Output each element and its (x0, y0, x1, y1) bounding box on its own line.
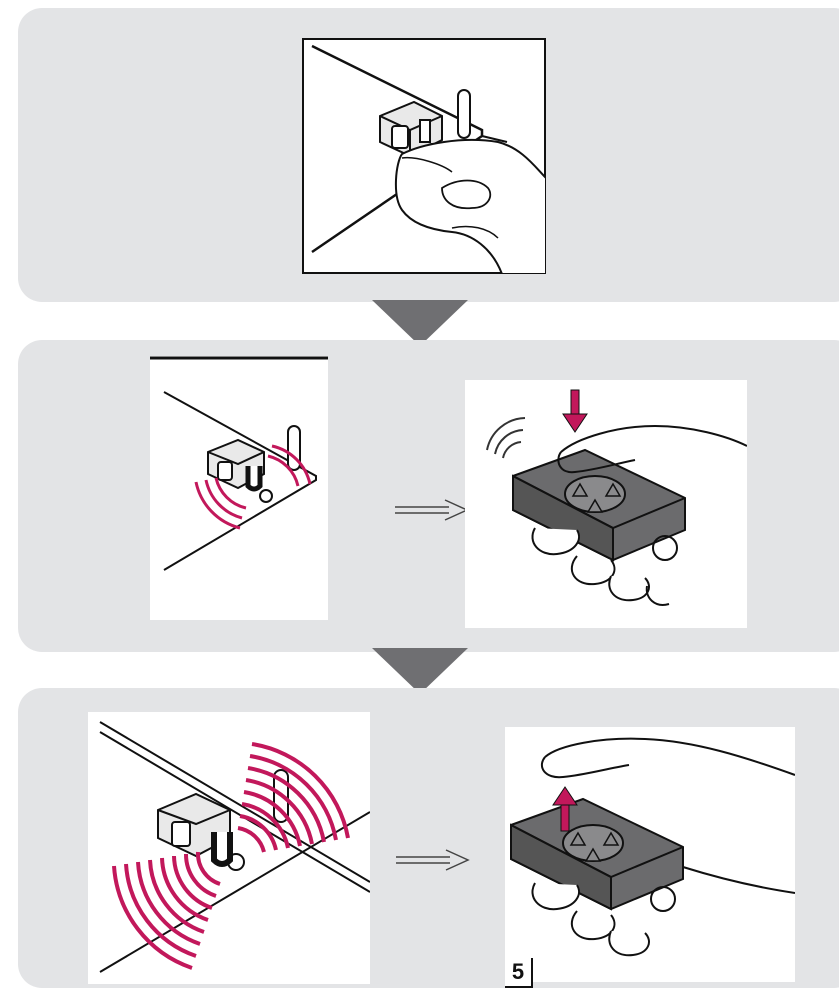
press-down-arrow-icon (562, 389, 588, 433)
right-arrow-icon (396, 849, 470, 871)
illustration-receiver-radio-signal (150, 356, 328, 620)
down-arrow-icon (372, 300, 468, 346)
radio-waves-icon (486, 417, 526, 459)
illustration-finger-releasing-remote-button (505, 727, 795, 982)
step-number-label: 5 (505, 958, 533, 988)
radio-waves-icon (194, 444, 312, 530)
radio-waves-icon (112, 742, 350, 970)
illustration-receiver-strong-signal (88, 712, 370, 984)
right-arrow-icon (395, 499, 469, 521)
illustration-finger-pressing-remote-button (465, 380, 747, 628)
illustration-finger-on-receiver-button (302, 38, 546, 274)
release-up-arrow-icon (552, 786, 578, 832)
down-arrow-icon (372, 648, 468, 694)
